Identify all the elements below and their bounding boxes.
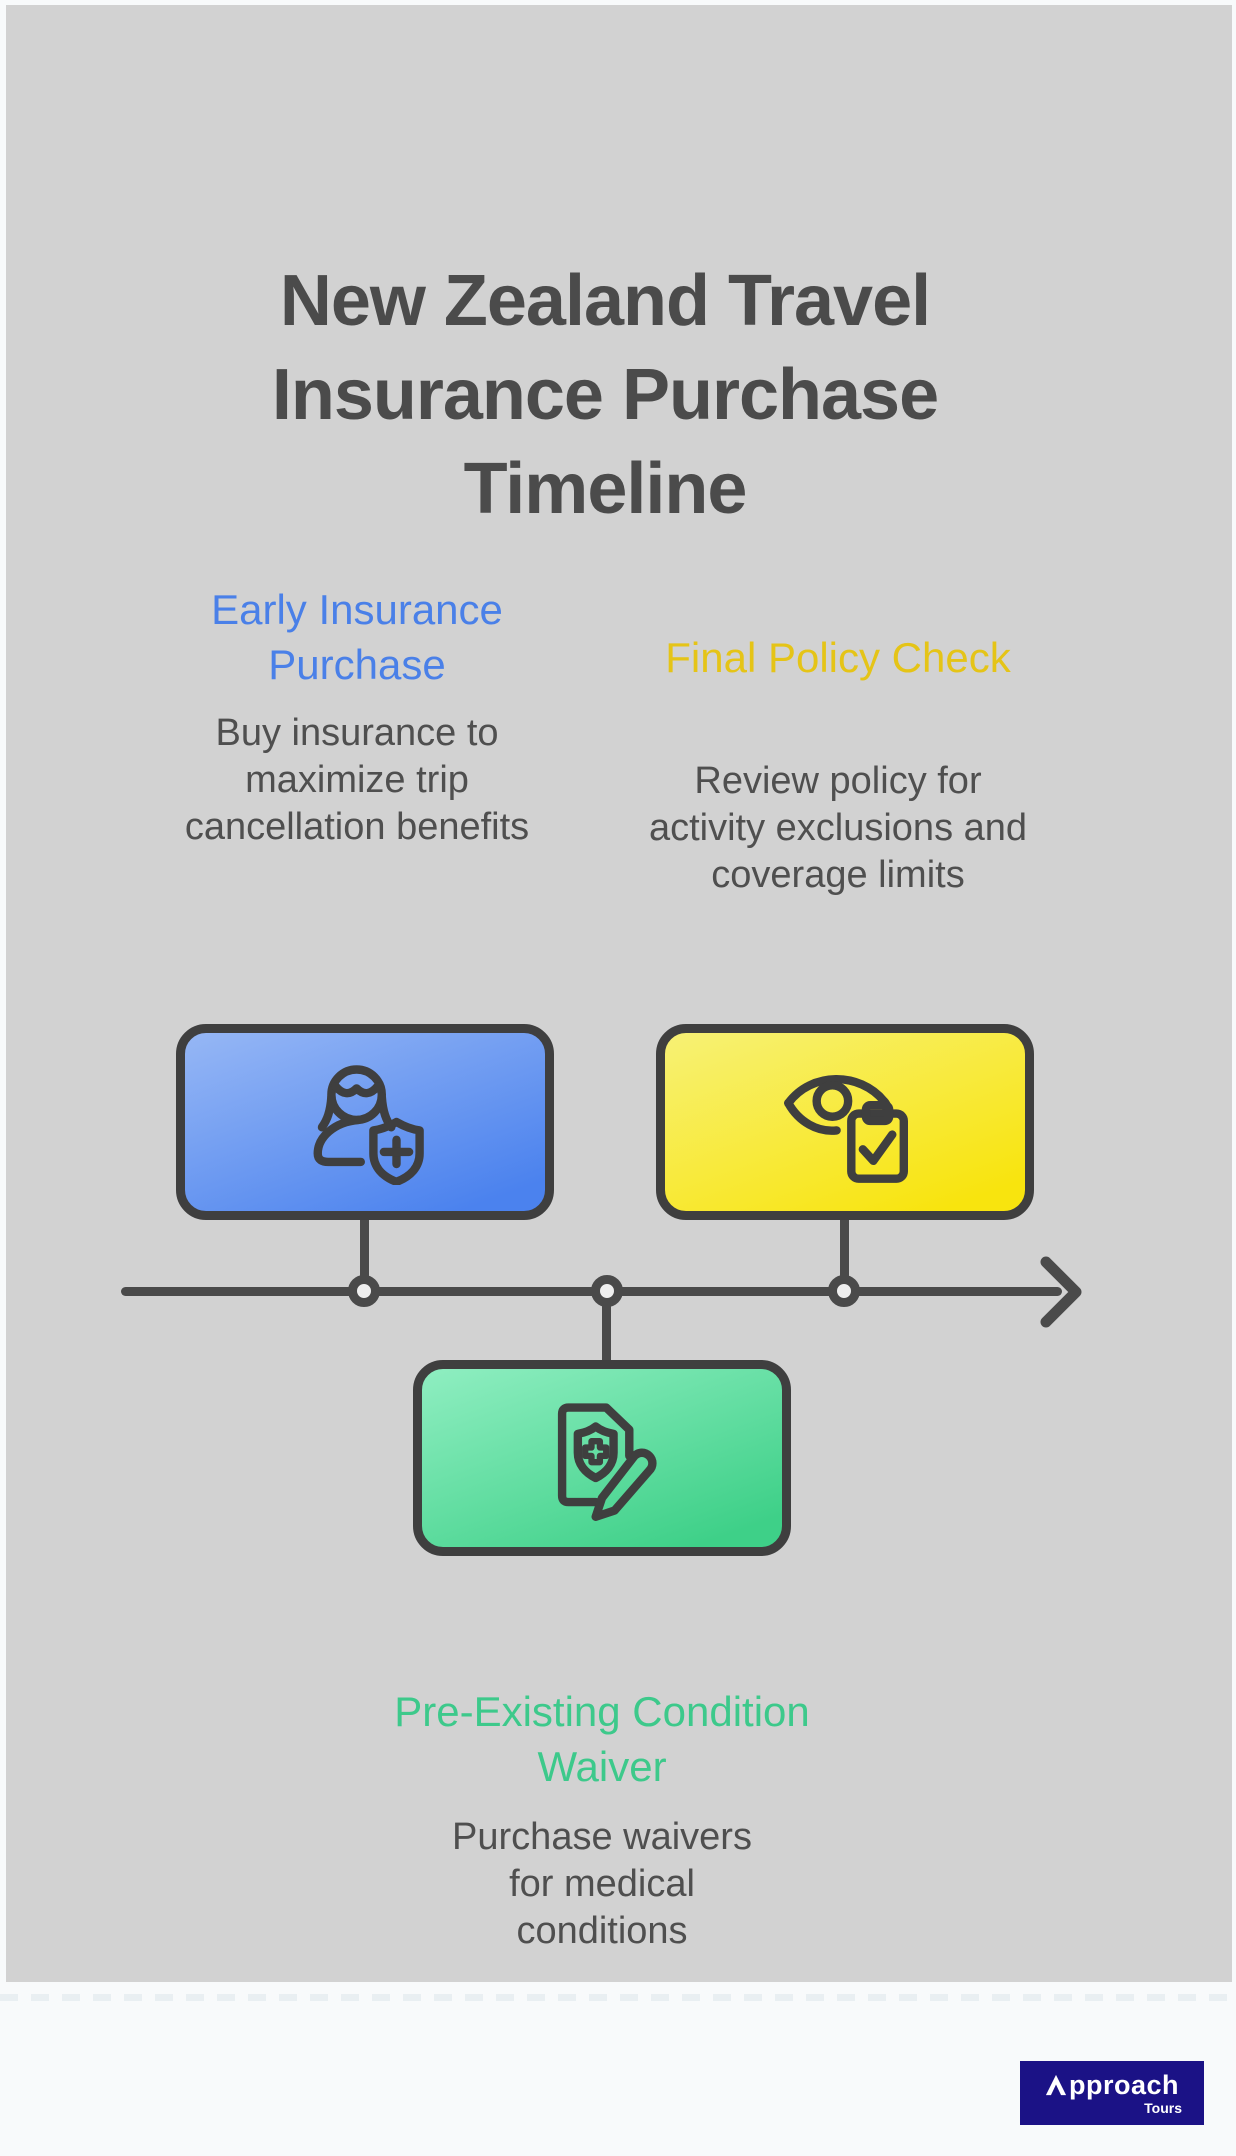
- step-description-pre-existing-condition-waiver: Purchase waivers for medical conditions: [452, 1816, 752, 1952]
- infographic-canvas: [6, 5, 1232, 1982]
- caret-a-icon: [1045, 2074, 1067, 2096]
- perforated-divider: [0, 1994, 1236, 2001]
- step-box-final-policy-check: [656, 1024, 1034, 1220]
- page-title: New Zealand Travel Insurance Purchase Ti…: [271, 261, 939, 530]
- step-box-pre-existing-condition-waiver: [413, 1360, 791, 1556]
- step-heading-early-insurance-purchase: Early Insurance Purchase: [211, 586, 503, 688]
- timeline-arrowhead-icon: [1028, 1252, 1092, 1332]
- eye-clipboard-check-icon: [773, 1059, 917, 1185]
- timeline-node-2: [591, 1275, 623, 1307]
- step-description-early-insurance-purchase: Buy insurance to maximize trip cancellat…: [184, 712, 530, 848]
- connector-pre-existing-waiver: [602, 1290, 611, 1364]
- approach-tours-logo: pproach Tours: [1020, 2061, 1204, 2125]
- timeline-node-1: [348, 1275, 380, 1307]
- step-heading-pre-existing-condition-waiver: Pre-Existing Condition Waiver: [394, 1688, 810, 1790]
- timeline-node-3: [828, 1275, 860, 1307]
- step-box-early-insurance-purchase: [176, 1024, 554, 1220]
- medical-document-pencil-icon: [530, 1395, 674, 1521]
- person-shield-plus-icon: [293, 1059, 437, 1185]
- logo-tagline: Tours: [1144, 2099, 1182, 2116]
- connector-early-insurance: [360, 1212, 369, 1294]
- logo-name: pproach: [1045, 2071, 1179, 2099]
- step-heading-final-policy-check: Final Policy Check: [665, 634, 1011, 681]
- connector-final-policy: [840, 1212, 849, 1294]
- step-description-final-policy-check: Review policy for activity exclusions an…: [648, 760, 1028, 896]
